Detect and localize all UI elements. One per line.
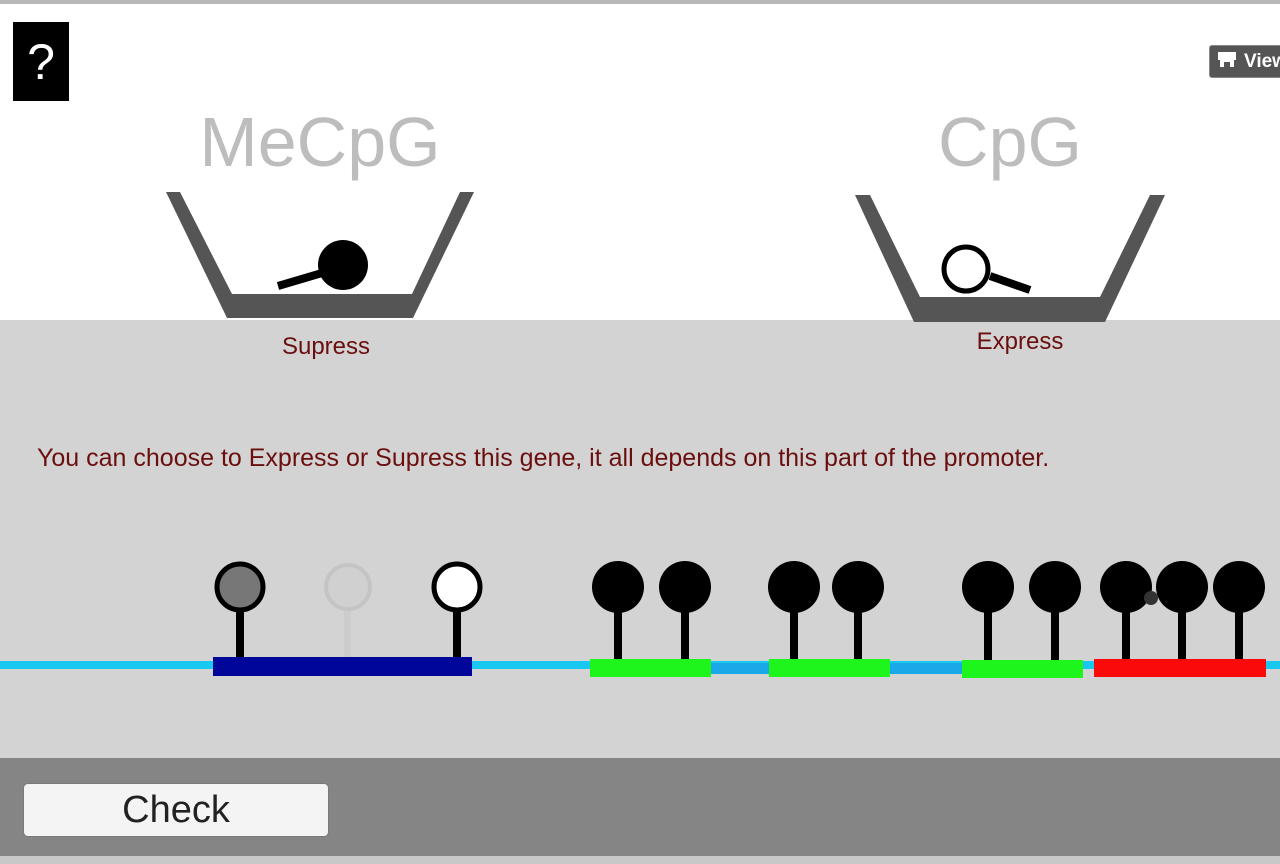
marker-6 [1029,561,1081,660]
gamepad-icon [1216,49,1238,75]
marker-3 [768,561,820,659]
bottom-edge [0,856,1280,864]
cpg-site-1[interactable] [214,561,266,657]
check-button[interactable]: Check [23,783,329,837]
view-button[interactable]: View [1209,45,1280,78]
cpg-site-3[interactable] [431,561,483,657]
express-label: Express [976,328,1064,355]
marker-1 [592,561,644,659]
mecpg-bin[interactable] [166,192,474,318]
cpg-bin[interactable] [855,195,1165,322]
exon-segment-2 [769,659,890,677]
marker-2 [659,561,711,659]
mecpg-bin-title: MeCpG [199,103,441,181]
supress-label: Supress [281,333,371,360]
help-button[interactable]: ? [13,22,69,101]
exon-segment-1 [590,659,711,677]
cpg-site-2-faded[interactable] [324,563,372,657]
marker-5 [962,561,1014,660]
dna-area [0,320,1280,758]
marker-7 [1100,561,1152,659]
unmethylated-lollipop-in-bin[interactable] [941,244,1032,294]
view-label: View [1244,50,1280,72]
cpg-island-segment [213,657,472,676]
marker-9 [1213,561,1265,659]
stop-segment [1094,659,1266,677]
cpg-bin-title: CpG [938,103,1082,181]
top-border [0,0,1280,4]
marker-8 [1156,561,1208,659]
exon-segment-3 [962,660,1083,678]
small-dot-marker [1144,591,1158,605]
methylated-lollipop-in-bin[interactable] [276,240,368,290]
instruction-text: You can choose to Express or Supress thi… [37,444,1050,472]
marker-4 [832,561,884,659]
